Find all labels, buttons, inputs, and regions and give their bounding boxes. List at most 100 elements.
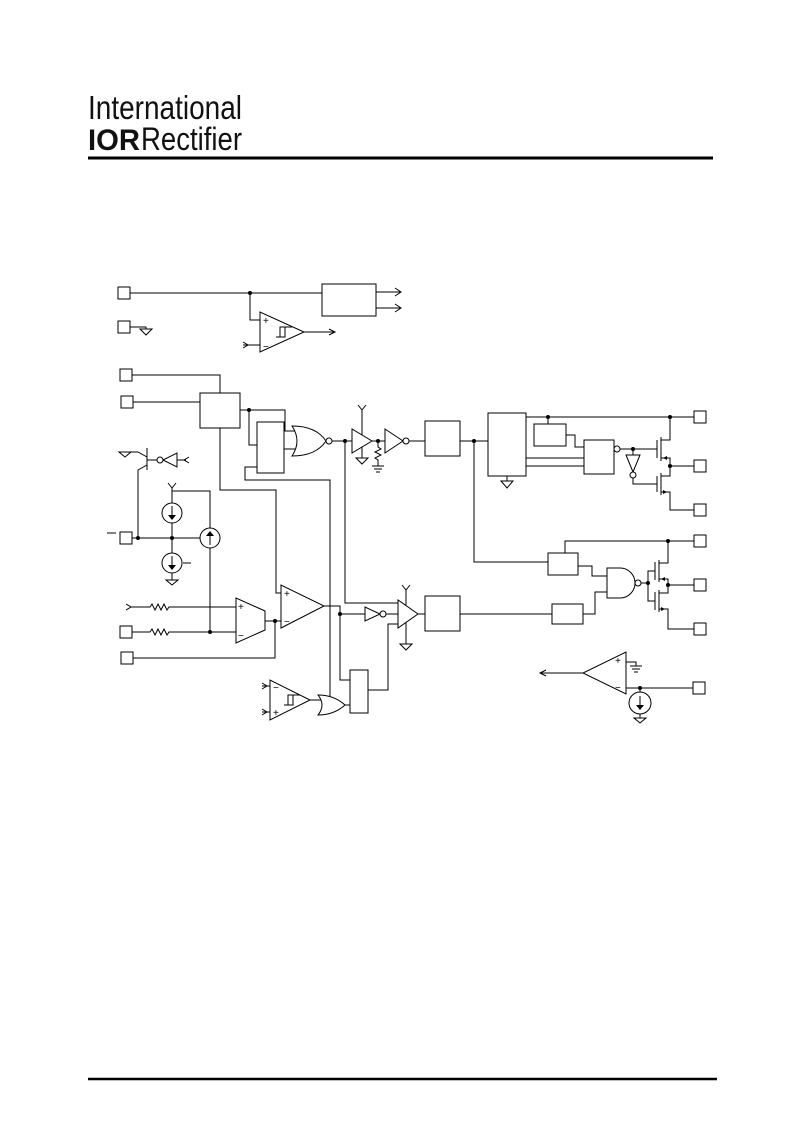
uv-detect-block: [533, 423, 567, 447]
plus-sign: +: [284, 589, 290, 600]
discharge-transistor: [117, 448, 157, 538]
pin-right-6: [693, 622, 707, 636]
minus-sign: −: [263, 342, 269, 353]
current-source-lower: [161, 552, 183, 586]
supply-icon: [401, 584, 411, 605]
junction-dot: [136, 536, 140, 540]
supply-icon: [357, 404, 367, 435]
pin-3: [119, 368, 133, 382]
level-shift-block-high: [424, 420, 461, 457]
error-amplifier: + −: [125, 597, 281, 644]
pin-right-3: [693, 503, 707, 517]
mosfet-low-upper: [654, 560, 665, 582]
pin-right-2: [693, 459, 707, 473]
inverter-gate: [384, 428, 410, 454]
ground-icon: [398, 643, 414, 651]
inverter-gate: [156, 452, 190, 468]
ground-icon: [164, 579, 180, 586]
nor-gate: [291, 425, 333, 457]
junction-dot: [273, 619, 277, 623]
high-side-wires: [526, 416, 694, 511]
timing-wires: [132, 482, 211, 632]
pin-2: [117, 320, 131, 334]
pulse-filter-block: [487, 412, 527, 477]
block-diagram: + −: [107, 283, 707, 724]
current-source-upper: [161, 502, 183, 524]
minus-sign: −: [238, 631, 244, 642]
plus-sign: +: [263, 316, 269, 327]
junction-dot: [546, 415, 550, 419]
junction-dot: [338, 612, 342, 616]
junction-dot: [666, 583, 670, 587]
shutdown-wires: [324, 441, 425, 691]
pulldown-resistor: [372, 441, 384, 473]
hysteresis-comparator: − +: [261, 679, 321, 721]
shutdown-comparator: + −: [280, 584, 326, 629]
hysteresis-icon: [284, 694, 300, 706]
pins: [117, 286, 707, 695]
ground-icon: [499, 480, 515, 489]
plus-sign: +: [238, 602, 244, 613]
low-side-buffer: [397, 584, 419, 651]
input-logic-block: [199, 392, 241, 429]
hysteresis-icon: [276, 326, 292, 338]
inverting-output-bubble: [613, 445, 621, 453]
regulator-block: [321, 283, 377, 317]
inverter-gate: [364, 606, 387, 622]
plus-sign: +: [615, 656, 621, 667]
company-logo: International IOR Rectifier: [88, 89, 242, 157]
ground-icon: [138, 328, 154, 336]
minus-sign: −: [273, 683, 279, 694]
current-source-right: [199, 527, 221, 549]
top-wires: [130, 287, 402, 349]
pin-right-4: [693, 534, 707, 548]
logo-mark: IOR: [88, 124, 140, 157]
minus-sign: −: [284, 617, 290, 628]
level-shift-block-low: [424, 595, 461, 632]
junction-dot: [248, 291, 252, 295]
ground-icon: [354, 457, 370, 465]
pin-7: [120, 651, 134, 665]
junction-dot: [170, 536, 174, 540]
low-side-uv-block: [551, 603, 584, 625]
input-resistor: [132, 627, 236, 637]
pin-4: [120, 395, 134, 409]
mosfet-low-lower: [654, 590, 665, 612]
minus-sign: −: [615, 683, 621, 694]
delay-block: [547, 552, 579, 576]
junction-dot: [666, 539, 670, 543]
pin-right-7: [692, 681, 706, 695]
pin-right-1: [693, 410, 707, 424]
junction-dot: [247, 408, 251, 412]
plus-sign: +: [273, 708, 279, 719]
junction-dot: [668, 415, 672, 419]
pin-6: [119, 625, 133, 639]
shutdown-latch-block: [349, 669, 369, 714]
mosfet-high-lower: [656, 473, 667, 495]
uvlo-comparator: + −: [259, 311, 306, 353]
junction-dot: [668, 464, 672, 468]
buffer-gate: [351, 404, 373, 465]
ground-icon: [117, 451, 133, 458]
pin-right-5: [693, 578, 707, 592]
low-side-wires: [460, 441, 694, 630]
junction-dot: [646, 581, 650, 585]
pin-1: [117, 286, 131, 300]
current-source: [628, 688, 652, 724]
input-resistor: [125, 602, 236, 612]
ground-icon: [626, 661, 642, 673]
pin-5: [119, 531, 133, 545]
ground-icon: [372, 465, 384, 473]
current-sense-comparator: + −: [538, 651, 693, 695]
company-name-line1: International: [88, 89, 242, 126]
rs-latch-block: [583, 439, 615, 475]
junction-dot: [631, 447, 635, 451]
or-gate: [316, 694, 350, 716]
ground-icon: [632, 717, 648, 724]
nand-gate: [606, 567, 642, 599]
inverter-gate: [625, 454, 641, 479]
pin-7-wire: [133, 621, 276, 659]
latch-block: [256, 421, 285, 474]
